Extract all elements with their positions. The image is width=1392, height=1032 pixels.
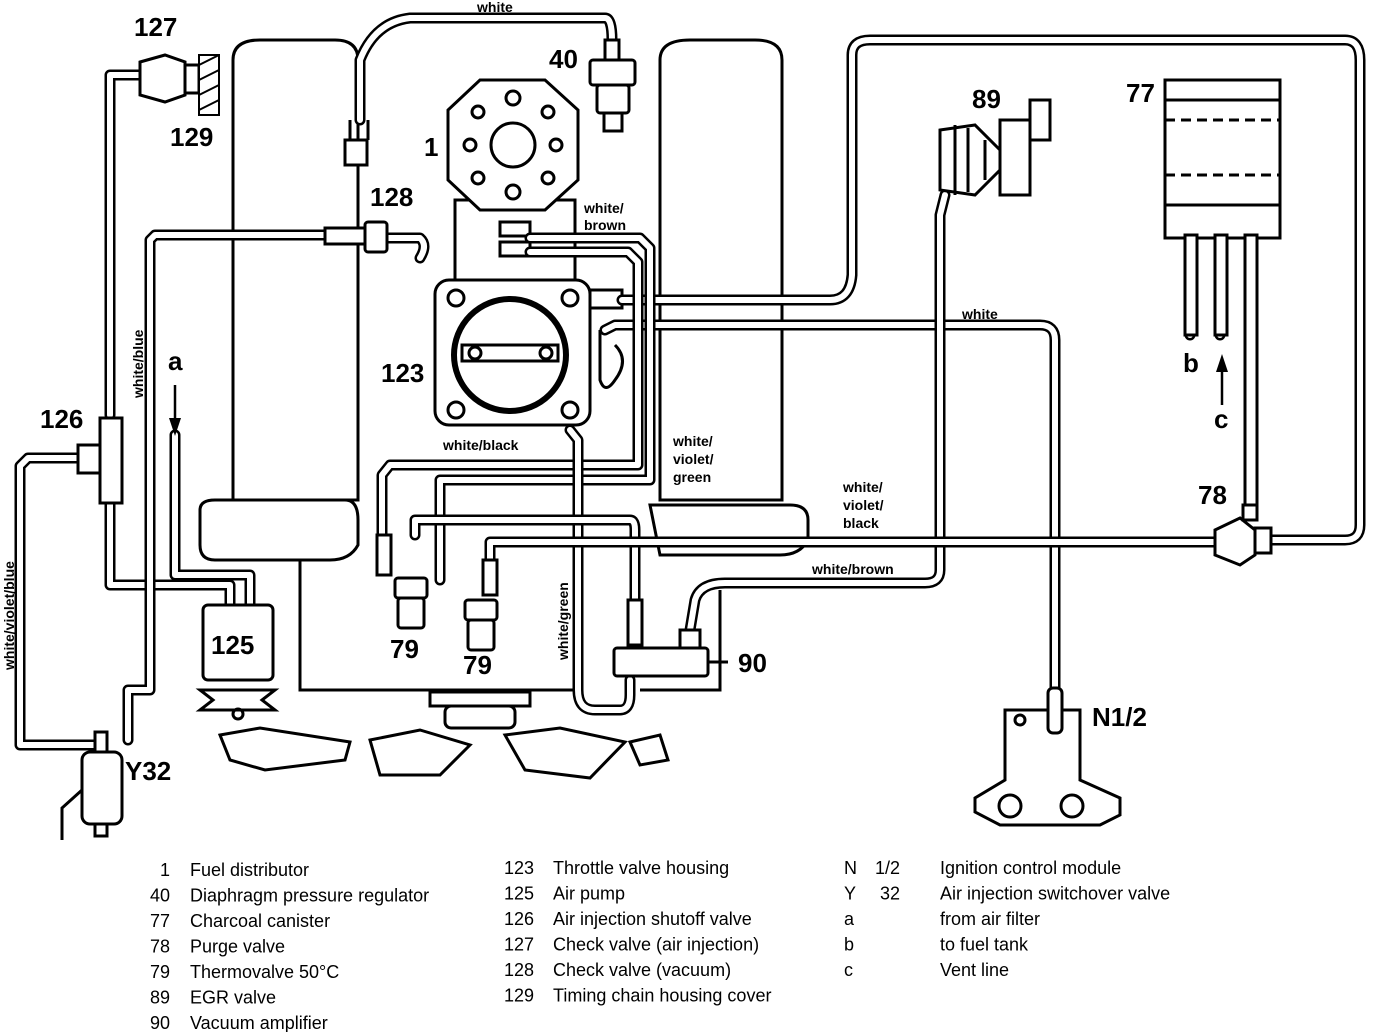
legend-number: 1 [160,860,170,880]
legend-number: 89 [150,988,170,1008]
legend-number: 32 [880,884,900,904]
legend-letter: a [844,909,855,929]
wire-label-white-violet-blue: white/violet/blue [1,561,17,671]
wire-label-white-blue: white/blue [130,329,146,399]
legend-number: 127 [504,935,534,955]
legend-text: to fuel tank [940,935,1029,955]
air-injection-shutoff-valve [76,416,124,505]
wire-label-wvb-c: black [843,515,879,531]
legend-text: Diaphragm pressure regulator [190,886,429,906]
wire-label-wvb-b: violet/ [843,497,884,513]
fan-and-pulley [217,690,670,780]
label-123: 123 [381,358,424,388]
label-y32: Y32 [125,756,171,786]
legend-number: 78 [150,937,170,957]
wire-label-wvg-b: violet/ [673,451,714,467]
legend-letter: c [844,960,853,980]
legend-text: Fuel distributor [190,860,309,880]
label-127: 127 [134,12,177,42]
legend-text: Vacuum amplifier [190,1013,328,1032]
legend-number: 77 [150,911,170,931]
legend-letter: N [844,858,857,878]
ignition-control-module [973,686,1122,827]
legend-text: Throttle valve housing [553,858,729,878]
throttle-valve-housing [433,278,624,427]
wire-label-white-brown-1b: brown [584,217,626,233]
diaphragm-pressure-regulator [588,38,637,133]
legend-text: Purge valve [190,937,285,957]
label-40: 40 [549,44,578,74]
arrow-c [1216,354,1228,405]
label-c: c [1214,404,1228,434]
vacuum-amplifier [612,598,728,678]
legend-number: 79 [150,962,170,982]
charcoal-canister [1163,78,1282,507]
check-valve-air-injection [138,53,220,116]
legend-text: Air injection switchover valve [940,884,1170,904]
legend-text: Ignition control module [940,858,1121,878]
legend: 1 Fuel distributor 40 Diaphragm pressure re… [150,858,1170,1032]
air-pump [195,603,280,721]
riser-hose [343,120,370,167]
legend-number: 90 [150,1013,170,1032]
legend-text: Timing chain housing cover [553,986,771,1006]
label-78: 78 [1198,480,1227,510]
purge-valve [1213,503,1273,567]
legend-text: EGR valve [190,988,276,1008]
wire-label-top-white: white [476,0,513,15]
label-89: 89 [972,84,1001,114]
legend-text: Charcoal canister [190,911,330,931]
wire-label-white-right: white [961,306,998,322]
legend-text: Vent line [940,960,1009,980]
legend-number: 128 [504,960,534,980]
arrow-a [169,385,181,436]
hose-color-labels: white white/ brown white white/black whi… [1,0,998,671]
wire-label-white-green: white/green [555,582,571,661]
label-1: 1 [424,132,438,162]
legend-number: 126 [504,909,534,929]
wire-label-wvg-c: green [673,469,711,485]
legend-text: Check valve (air injection) [553,935,759,955]
wire-label-white-brown-1a: white/ [583,200,624,216]
label-b: b [1183,348,1199,378]
label-128: 128 [370,182,413,212]
legend-letter: Y [844,884,856,904]
legend-number: 40 [150,886,170,906]
label-79-right: 79 [463,650,492,680]
wire-label-white-black: white/black [442,437,519,453]
thermovalve-right [463,558,499,652]
legend-text: Check valve (vacuum) [553,960,731,980]
legend-text: from air filter [940,909,1040,929]
label-n12: N1/2 [1092,702,1147,732]
label-90: 90 [738,648,767,678]
egr-valve [938,98,1052,197]
thermovalve-left [375,533,429,630]
legend-text: Air pump [553,884,625,904]
legend-number: 129 [504,986,534,1006]
label-126: 126 [40,404,83,434]
wire-label-white-brown-2: white/brown [811,561,894,577]
legend-text: Air injection shutoff valve [553,909,752,929]
legend-number: 1/2 [875,858,900,878]
label-129: 129 [170,122,213,152]
legend-number: 125 [504,884,534,904]
legend-text: Thermovalve 50°C [190,962,339,982]
component-labels: 127 129 40 1 128 123 126 125 79 79 90 Y3… [40,12,1228,786]
label-79-left: 79 [390,634,419,664]
wire-label-wvg-a: white/ [672,433,713,449]
label-a: a [168,346,183,376]
label-125: 125 [211,630,254,660]
legend-number: 123 [504,858,534,878]
wire-label-wvb-a: white/ [842,479,883,495]
legend-letter: b [844,935,854,955]
label-77: 77 [1126,78,1155,108]
engine-block [198,38,810,692]
check-valve-vacuum [323,220,389,254]
fuel-distributor [446,78,580,280]
air-injection-switchover-valve [60,730,124,840]
